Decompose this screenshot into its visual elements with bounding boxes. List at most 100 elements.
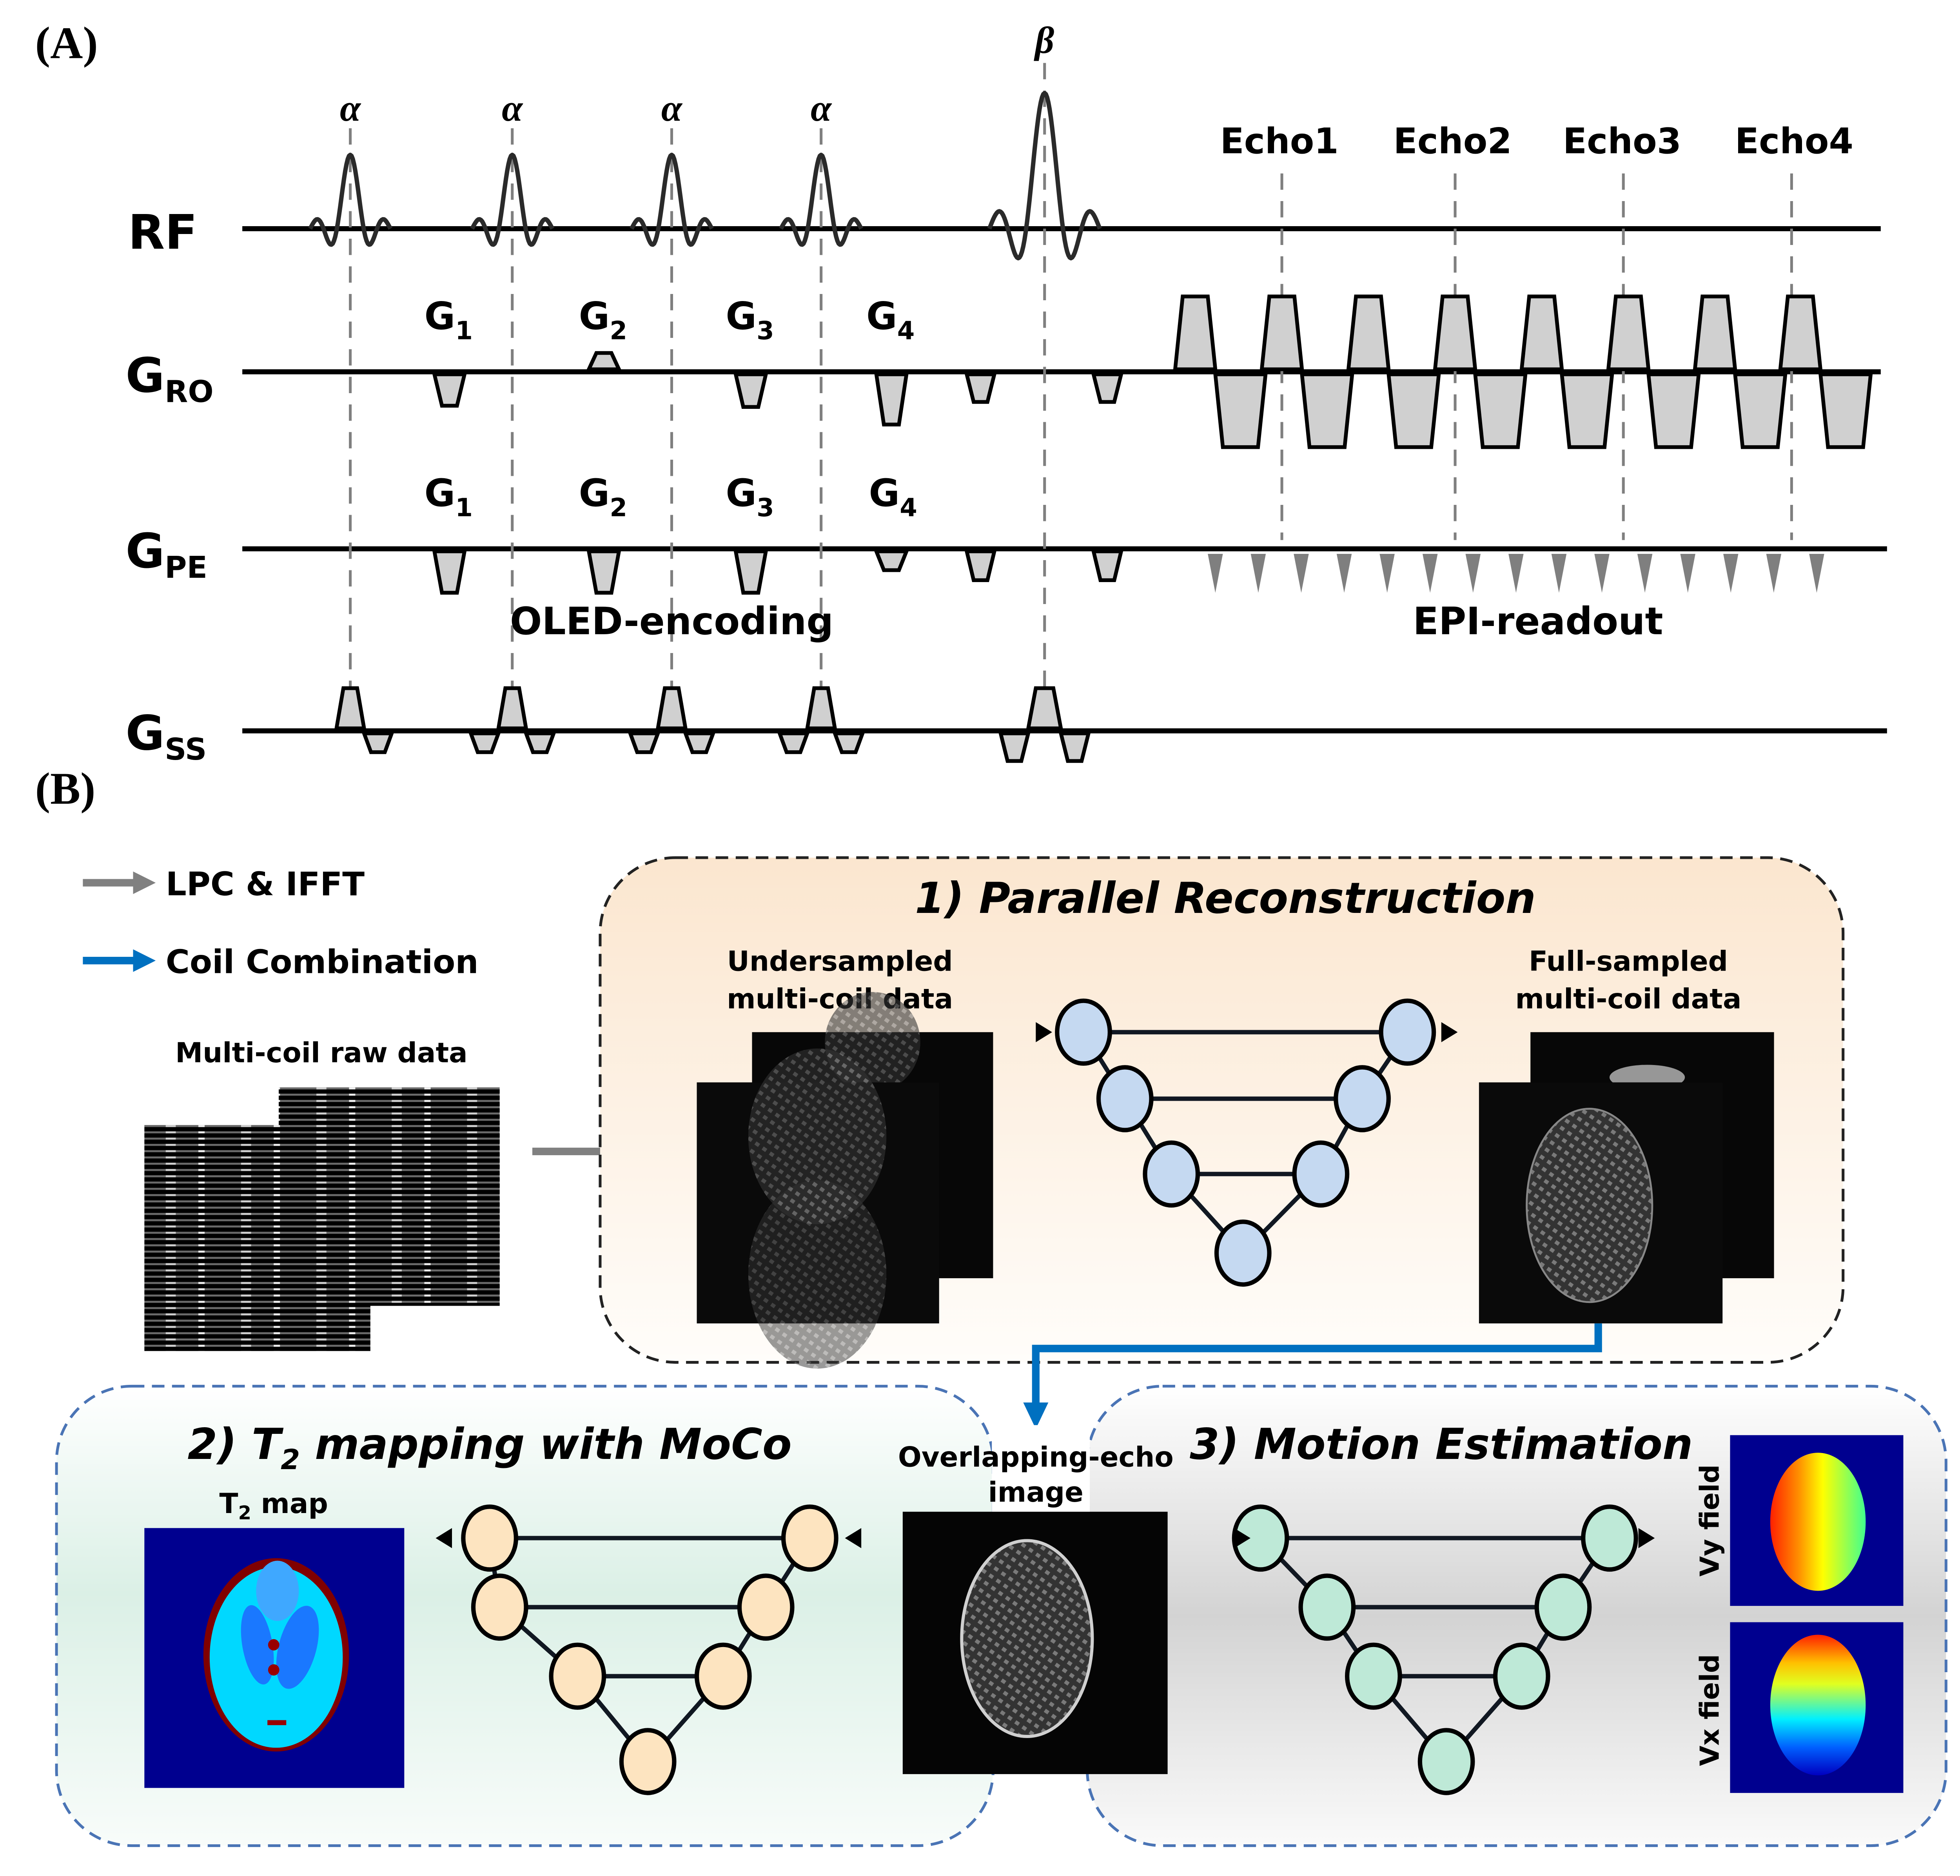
rf-symbol-beta: β: [1034, 19, 1054, 61]
coil-combination-arrowhead-icon: [1023, 1402, 1049, 1429]
gro-epi-negative-5: [1559, 372, 1614, 449]
panel-a-label: (A): [35, 18, 98, 68]
stage1-node-1: [1055, 998, 1112, 1066]
legend-item-lpc-ifft: LPC & IFFT: [83, 865, 365, 903]
stage1-title: 1) Parallel Reconstruction: [915, 873, 1536, 923]
undersampled-fold-1: [748, 1048, 887, 1225]
stage3-node-6: [1534, 1573, 1592, 1641]
gro-epi-positive-3: [1346, 294, 1391, 371]
overlap-label-2: image: [988, 1476, 1083, 1508]
gro-epi-negative-3: [1386, 372, 1441, 449]
fullsampled-label-2: multi-coil data: [1515, 983, 1742, 1015]
gro-lobe-g1: [432, 372, 467, 408]
coil-combination-arrow: [1032, 1323, 1602, 1406]
stage2-node-2: [471, 1573, 528, 1641]
epi-blip-7: [1465, 553, 1481, 593]
echo-label-2: Echo2: [1394, 121, 1512, 162]
gro-lobe-g4: [874, 372, 909, 426]
vy-field: Vy field: [1695, 1435, 1904, 1606]
panel-b-label: (B): [35, 763, 96, 813]
epi-blip-14: [1766, 553, 1782, 593]
gro-lobe-g2: [586, 351, 622, 371]
gpe-row-label: GPE: [125, 523, 207, 585]
gss-prephase-2: [468, 731, 501, 754]
stage2-node-6: [737, 1573, 795, 1641]
gro-encoding-labels: G1 G2 G3 G4: [425, 294, 915, 346]
rf-symbols: α α α α β: [340, 19, 1054, 129]
epi-blip-8: [1508, 553, 1524, 593]
gro-epi-negative-2: [1299, 372, 1354, 449]
legend-label-lpc: LPC & IFFT: [166, 865, 365, 903]
gss-slice-select-2: [496, 686, 528, 730]
gpe-lobe-g4: [873, 549, 909, 572]
gro-epi-positive-6: [1606, 294, 1651, 371]
gss-prephase-5: [998, 731, 1031, 763]
vy-field-map: [1770, 1453, 1866, 1591]
rf-pulses: [308, 91, 1102, 261]
undersampled-label-1: Undersampled: [727, 945, 953, 977]
stage3-node-7: [1581, 1504, 1638, 1572]
gss-row-label: GSS: [125, 706, 207, 767]
gro-g3: G3: [726, 294, 774, 346]
gro-row-label: GRO: [125, 348, 213, 410]
gro-epi-positive-4: [1433, 294, 1477, 371]
stage3-io-arrow-icon-2: [1638, 1528, 1655, 1548]
gro-sub: RO: [165, 374, 214, 409]
stage1-node-4: [1214, 1219, 1272, 1287]
vy-field-label: Vy field: [1695, 1464, 1725, 1577]
gro-lobes: [432, 294, 1873, 449]
gss-slice-select-1: [334, 686, 367, 730]
gss-rephase-5: [1058, 731, 1091, 763]
fullsampled-anatomy: [1526, 1108, 1653, 1303]
gro-g4: G4: [866, 294, 915, 346]
gss-main: G: [125, 706, 165, 761]
epi-blip-5: [1379, 553, 1395, 593]
gpe-encoding-labels: G1 G2 G3 G4: [425, 471, 917, 523]
t2-map-label: T2 map: [220, 1488, 328, 1524]
gpe-lobe-g2: [586, 549, 621, 595]
rf-guide-lines: [349, 63, 1046, 688]
epi-blip-15: [1809, 553, 1824, 593]
t2-map-region-top: [256, 1560, 299, 1621]
gro-lobe-crusher-2: [1091, 372, 1124, 404]
gpe-sub: PE: [165, 550, 207, 585]
epi-blip-9: [1551, 553, 1567, 593]
gro-epi-positive-1: [1173, 294, 1218, 371]
gray-arrowhead-icon: [133, 871, 156, 894]
stage1-node-6: [1334, 1065, 1391, 1132]
gro-epi-positive-8: [1778, 294, 1823, 371]
stage2-node-4: [619, 1728, 677, 1795]
overlap-label-1: Overlapping-echo: [898, 1441, 1174, 1473]
gpe-g1: G1: [425, 471, 473, 523]
oled-encoding-label: OLED-encoding: [510, 599, 833, 643]
raw-data-label: Multi-coil raw data: [175, 1037, 468, 1069]
gro-epi-negative-6: [1646, 372, 1701, 449]
t2-map-ventricle-right: [276, 1606, 319, 1689]
stage3-node-2: [1298, 1573, 1356, 1641]
epi-blip-4: [1336, 553, 1352, 593]
stage2-io-arrow-icon-2: [845, 1528, 862, 1548]
stage1-node-7: [1379, 998, 1436, 1066]
gss-prephase-3: [627, 731, 661, 754]
stage3-unet: [1232, 1504, 1655, 1795]
stage1-node-2: [1096, 1065, 1154, 1132]
undersampled-fold-2: [748, 1180, 887, 1369]
gpe-g3: G3: [726, 471, 774, 523]
t2-map-spot-2: [268, 1664, 279, 1676]
stage1-unet: [1036, 998, 1458, 1287]
epi-readout-label: EPI-readout: [1413, 599, 1663, 643]
gpe-g4: G4: [869, 471, 917, 523]
stage3-node-4: [1417, 1728, 1475, 1795]
epi-blip-2: [1250, 553, 1266, 593]
gss-slice-select-3: [655, 686, 688, 730]
raw-data-image-front: [279, 1087, 500, 1306]
t2-map-spot-3: [267, 1720, 287, 1725]
stage2-node-1: [461, 1504, 518, 1572]
gss-slice-select-4: [805, 686, 837, 730]
vx-field-label: Vx field: [1695, 1654, 1725, 1766]
gro-epi-negative-7: [1733, 372, 1788, 449]
fullsampled-label-1: Full-sampled: [1529, 945, 1728, 977]
rf-row-label: RF: [128, 205, 198, 260]
rf-pulse-beta: [987, 91, 1102, 261]
